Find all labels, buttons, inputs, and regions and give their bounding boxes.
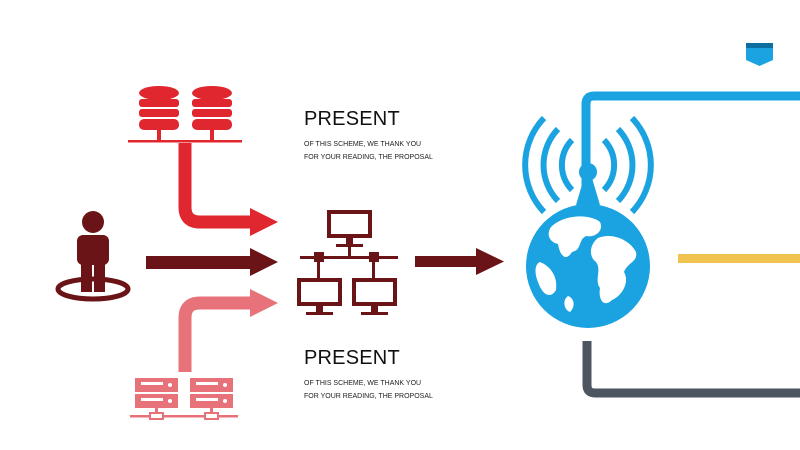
database-icon xyxy=(128,86,242,143)
blue-bracket xyxy=(581,91,800,212)
server-icon xyxy=(130,378,238,420)
red-arrowhead xyxy=(250,208,278,236)
block-heading: PRESENT xyxy=(304,108,400,130)
block-line: OF THIS SCHEME, WE THANK YOU xyxy=(304,141,422,148)
block-line: OF THIS SCHEME, WE THANK YOU xyxy=(304,380,422,387)
block-heading: PRESENT xyxy=(304,347,400,369)
bookmark-band xyxy=(746,43,773,48)
pink-curved-arrow xyxy=(178,296,250,372)
network-to-globe-arrow xyxy=(415,256,477,267)
block-line: FOR YOUR READING, THE PROPOSAL xyxy=(304,393,433,400)
pink-arrowhead xyxy=(250,289,278,317)
gray-bracket xyxy=(582,341,800,398)
network-icon xyxy=(297,210,398,315)
yellow-bar xyxy=(678,254,800,263)
globe-wifi-icon xyxy=(522,115,654,328)
dark-red-arrowhead xyxy=(250,248,278,276)
text-block-top: PRESENT OF THIS SCHEME, WE THANK YOU FOR… xyxy=(304,108,524,164)
text-block-bottom: PRESENT OF THIS SCHEME, WE THANK YOU FOR… xyxy=(304,347,524,403)
user-ring xyxy=(55,276,131,302)
network-to-globe-arrowhead xyxy=(476,248,504,275)
dark-red-arrow xyxy=(146,256,252,269)
bookmark-icon xyxy=(746,43,773,66)
red-curved-arrow xyxy=(178,143,250,229)
block-line: FOR YOUR READING, THE PROPOSAL xyxy=(304,154,433,161)
